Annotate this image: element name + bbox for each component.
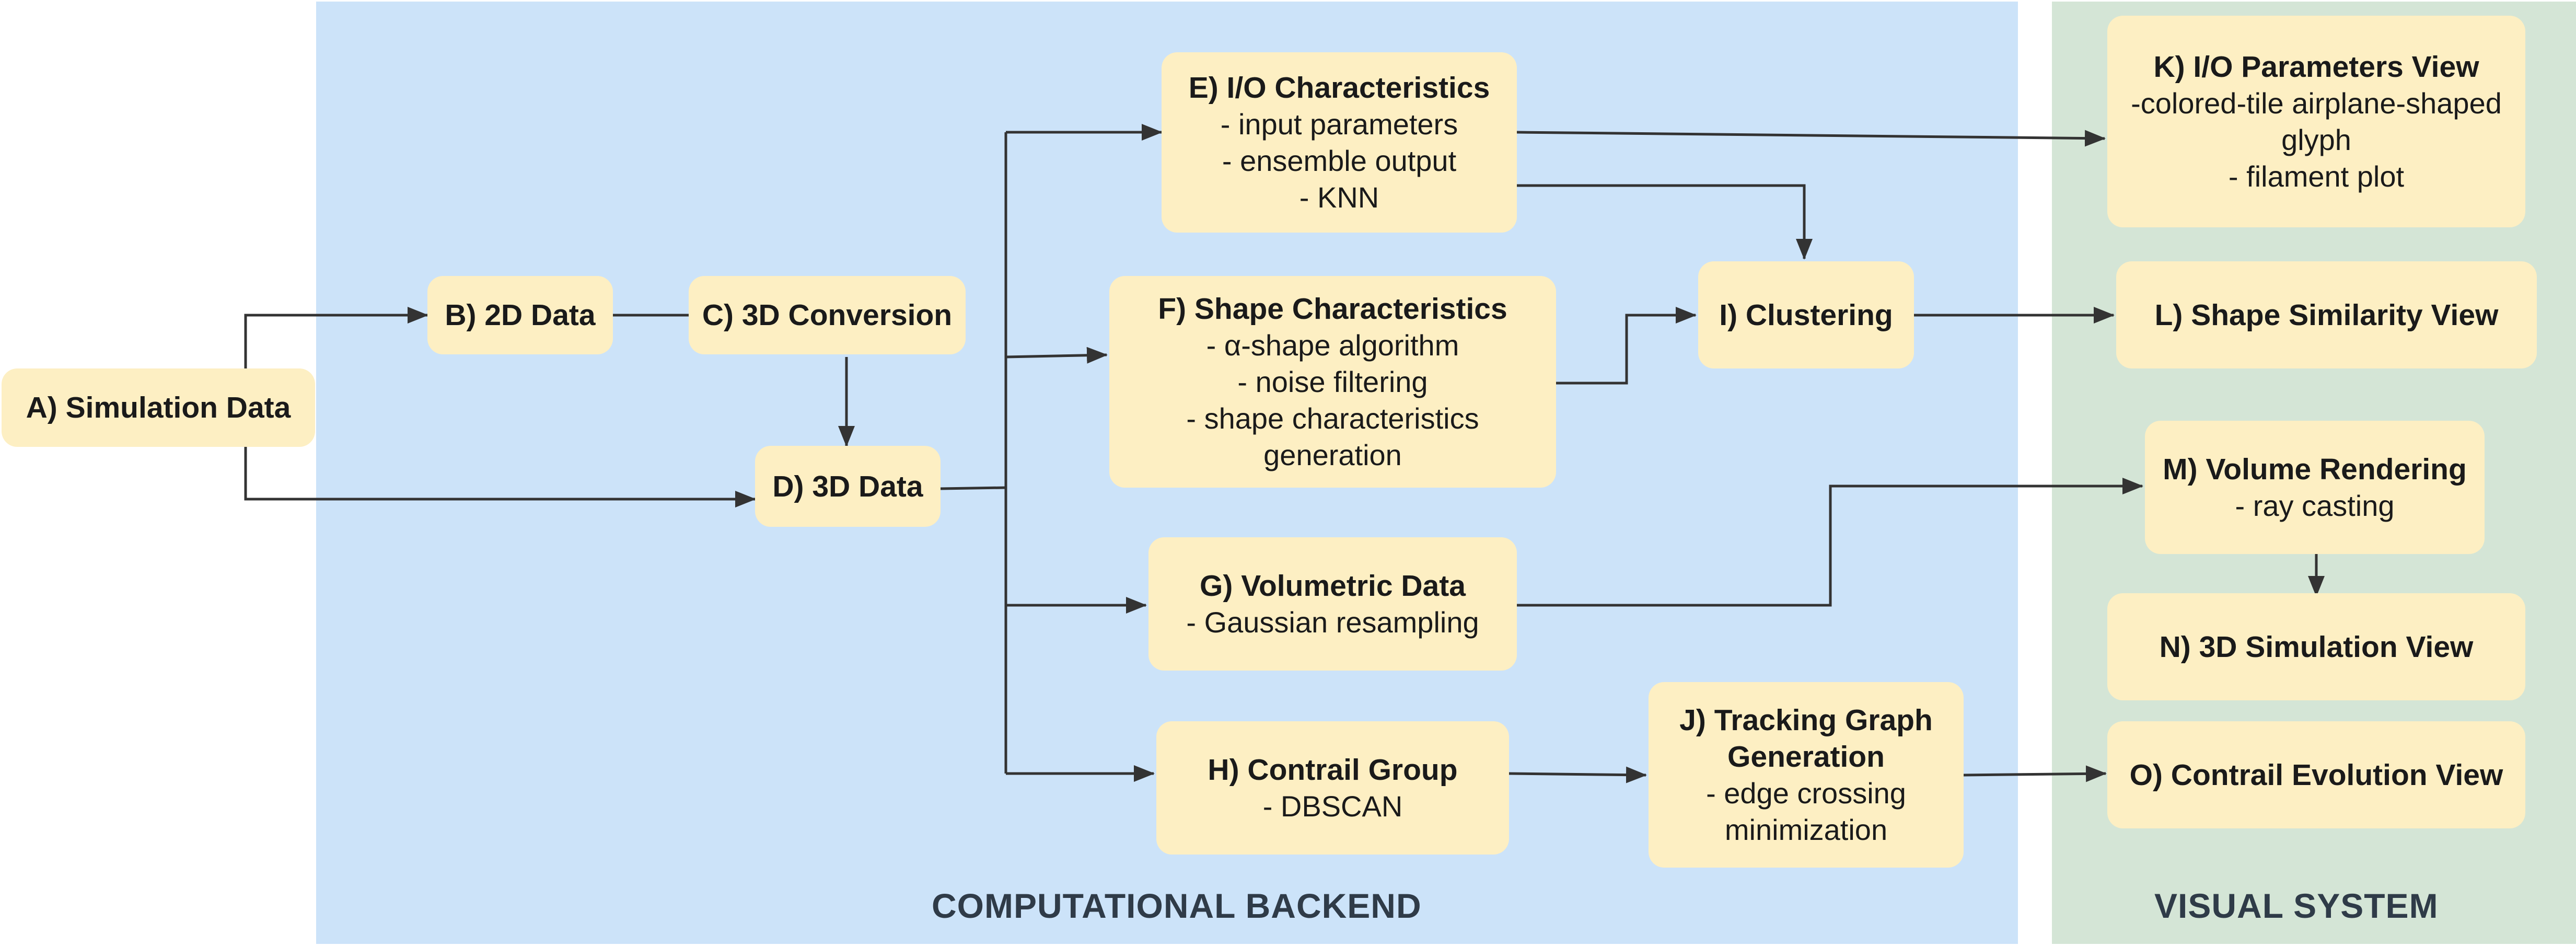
node-n-3d-simulation-view: N) 3D Simulation View	[2107, 593, 2525, 700]
node-i-title: I) Clustering	[1719, 298, 1893, 332]
node-m-title: M) Volume Rendering	[2163, 452, 2467, 486]
edge-f-to-i	[1556, 307, 1697, 385]
node-i-clustering: I) Clustering	[1698, 261, 1914, 368]
node-k-item: -colored-tile airplane-shaped glyph	[2131, 86, 2502, 156]
node-c-title: C) 3D Conversion	[702, 298, 953, 332]
node-k-item: - filament plot	[2228, 159, 2405, 193]
node-o-title: O) Contrail Evolution View	[2129, 758, 2503, 792]
node-k-title: K) I/O Parameters View	[2153, 50, 2479, 84]
visual-region-title: VISUAL SYSTEM	[2154, 886, 2439, 925]
edge-d-to-f	[1005, 347, 1108, 364]
node-m-item: - ray casting	[2235, 489, 2395, 522]
node-h-item: - DBSCAN	[1262, 789, 1403, 823]
edge-d-to-trunk	[940, 486, 1006, 490]
node-c-3d-conversion: C) 3D Conversion	[689, 276, 966, 354]
node-l-title: L) Shape Similarity View	[2154, 298, 2499, 332]
node-e-item: - ensemble output	[1222, 144, 1457, 177]
edge-g-to-m	[1517, 478, 2143, 607]
node-e-item: - input parameters	[1220, 107, 1458, 141]
edge-e-to-i	[1517, 184, 1813, 260]
node-f-title: F) Shape Characteristics	[1158, 292, 1507, 326]
edge-h-to-j	[1509, 766, 1647, 783]
node-a-simulation-data: A) Simulation Data	[2, 368, 315, 447]
edge-a-to-d	[244, 405, 756, 507]
node-e-io-characteristics: E) I/O Characteristics - input parameter…	[1162, 52, 1517, 233]
backend-region-title: COMPUTATIONAL BACKEND	[932, 886, 1422, 925]
node-k-io-parameters-view: K) I/O Parameters View -colored-tile air…	[2107, 16, 2525, 227]
node-j-tracking-graph-generation: J) Tracking Graph Generation - edge cros…	[1649, 682, 1964, 868]
node-f-item: - shape characteristics generation	[1186, 401, 1479, 471]
node-f-shape-characteristics: F) Shape Characteristics - α-shape algor…	[1109, 276, 1556, 488]
node-b-2d-data: B) 2D Data	[427, 276, 613, 354]
node-j-item: - edge crossing minimization	[1706, 776, 1906, 846]
edge-e-to-k	[1516, 130, 2106, 147]
node-g-volumetric-data: G) Volumetric Data - Gaussian resampling	[1148, 537, 1517, 671]
node-h-contrail-group: H) Contrail Group - DBSCAN	[1156, 721, 1509, 855]
node-f-item: - noise filtering	[1237, 365, 1428, 398]
edge-a-to-b	[244, 307, 428, 368]
node-h-title: H) Contrail Group	[1208, 753, 1458, 787]
node-j-title: J) Tracking Graph Generation	[1679, 703, 1933, 774]
node-d-title: D) 3D Data	[772, 469, 923, 503]
edge-j-to-o	[1963, 765, 2107, 782]
node-g-item: - Gaussian resampling	[1186, 605, 1479, 639]
node-b-title: B) 2D Data	[445, 298, 596, 332]
node-o-contrail-evolution-view: O) Contrail Evolution View	[2107, 721, 2525, 828]
node-n-title: N) 3D Simulation View	[2159, 630, 2474, 664]
node-a-title: A) Simulation Data	[26, 391, 291, 424]
node-f-item: - α-shape algorithm	[1206, 328, 1459, 362]
node-e-title: E) I/O Characteristics	[1188, 71, 1490, 105]
node-d-3d-data: D) 3D Data	[755, 446, 941, 527]
node-e-item: - KNN	[1299, 180, 1379, 214]
node-g-title: G) Volumetric Data	[1200, 569, 1466, 603]
node-m-volume-rendering: M) Volume Rendering - ray casting	[2145, 421, 2485, 554]
node-l-shape-similarity-view: L) Shape Similarity View	[2116, 261, 2537, 368]
